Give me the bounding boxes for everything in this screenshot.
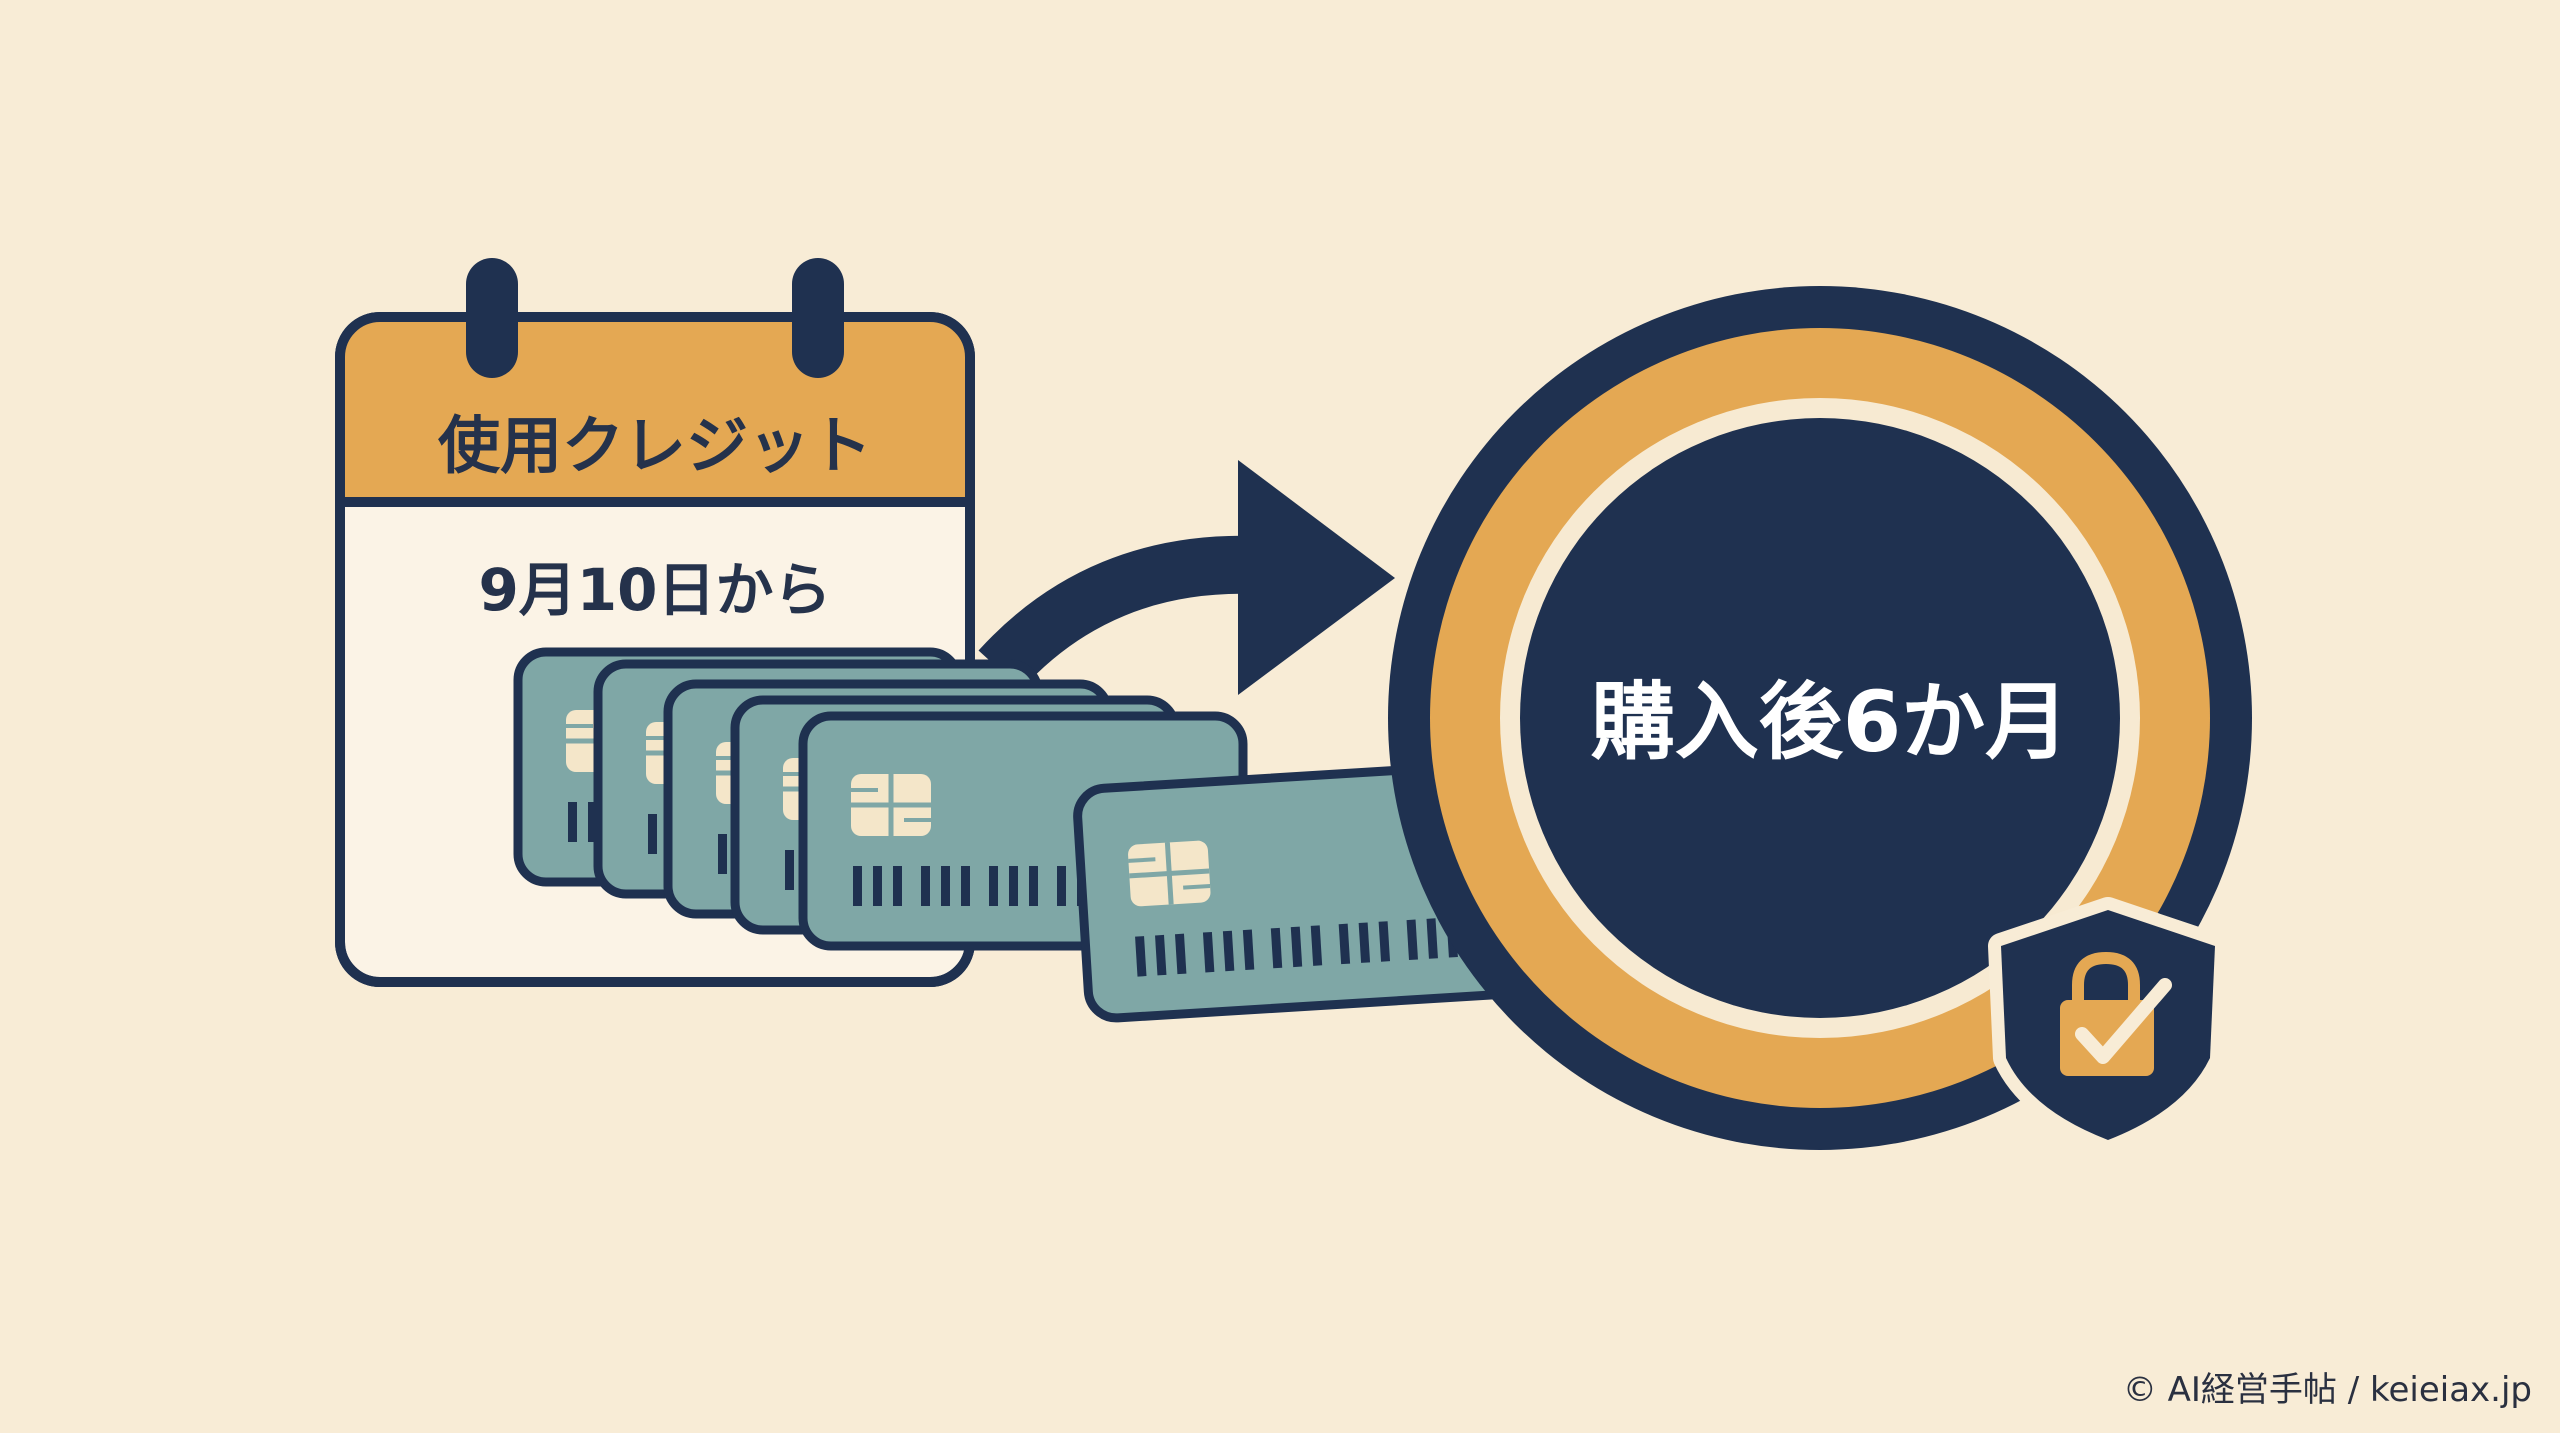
calendar-header-label: 使用クレジット: [437, 409, 872, 482]
shield-lock-check-icon: [1988, 897, 2228, 1153]
curved-arrow-icon: [978, 460, 1395, 695]
calendar-date-label: 9月10日から: [478, 556, 832, 624]
copyright-text: © AI経営手帖 / keieiax.jp: [2122, 1370, 2532, 1410]
circle-label: 購入後6か月: [1590, 672, 2070, 771]
